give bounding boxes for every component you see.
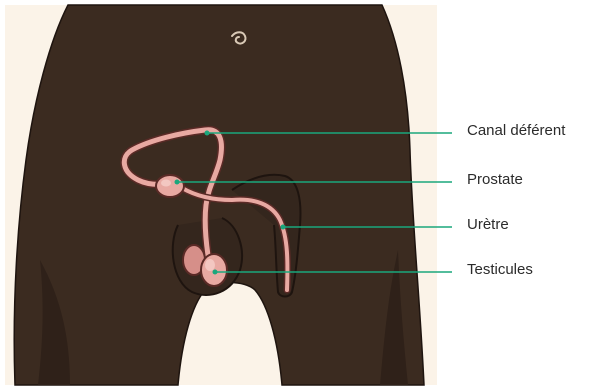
prostate [156,175,184,197]
prostate-highlight [161,180,171,187]
leader-dot-testicules [213,270,218,275]
leader-dot-prostate [175,180,180,185]
leader-dot-canal-deferent [205,131,210,136]
leader-dot-uretre [281,225,286,230]
label-uretre: Urètre [467,216,509,234]
testicle-highlight [205,259,215,271]
label-canal-deferent: Canal déférent [467,122,565,140]
label-prostate: Prostate [467,171,523,189]
label-testicules: Testicules [467,261,533,279]
